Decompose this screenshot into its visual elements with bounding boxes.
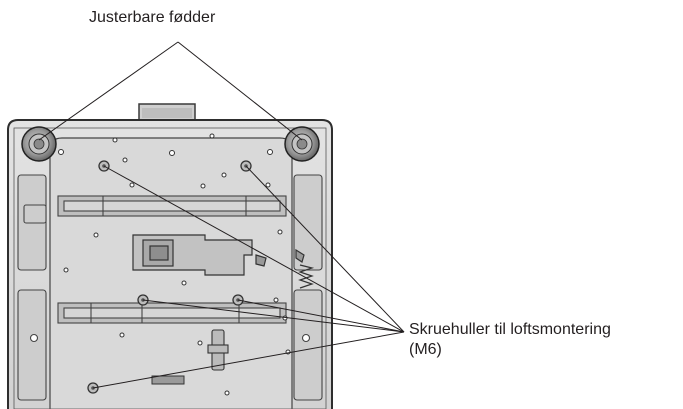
small-holes bbox=[58, 133, 291, 396]
right-side-panels bbox=[293, 174, 323, 401]
screw-hole-leader-lines bbox=[92, 165, 405, 389]
cable-coil bbox=[298, 264, 315, 289]
ceiling-mount-holes-label-line2: (M6) bbox=[409, 341, 442, 358]
ceiling-mount-screw-holes bbox=[87, 160, 252, 394]
center-compartment bbox=[132, 234, 305, 276]
adjustable-foot-right bbox=[284, 126, 320, 162]
adjustable-feet-label: Justerbare fødder bbox=[89, 9, 216, 26]
feet-leader-lines bbox=[38, 41, 303, 141]
ceiling-mount-holes-label-line1: Skruehuller til loftsmontering bbox=[409, 321, 611, 338]
lower-slot bbox=[57, 302, 287, 324]
upper-slot bbox=[57, 195, 287, 217]
bottom-latch bbox=[151, 375, 185, 385]
bottom-plate bbox=[49, 137, 293, 409]
adjustable-foot-left bbox=[21, 126, 57, 162]
bottom-connector bbox=[207, 329, 229, 371]
left-side-panels bbox=[17, 174, 47, 401]
ceiling-mount-holes-label: Skruehuller til loftsmontering (M6) bbox=[409, 320, 611, 360]
